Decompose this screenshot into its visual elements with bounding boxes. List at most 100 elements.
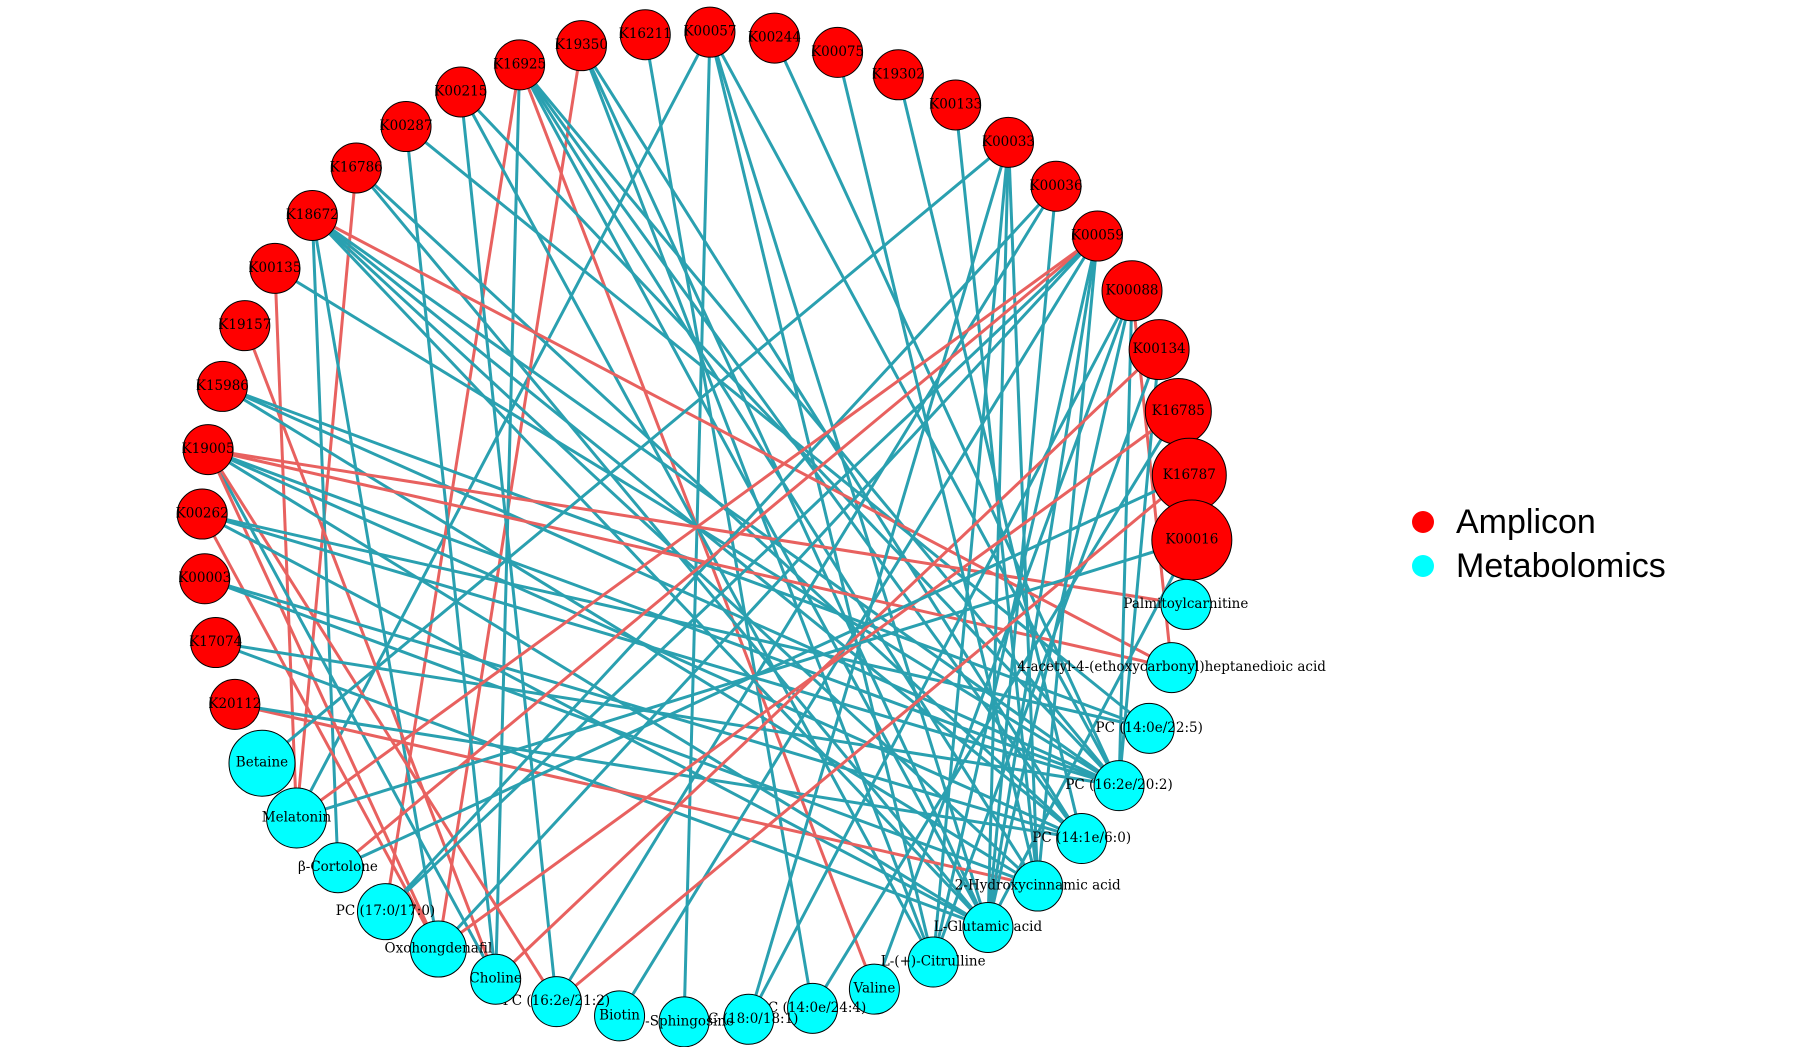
node-betaine: Betaine	[228, 729, 296, 797]
edge-k00133-2-hydroxycinnamic-acid	[954, 104, 1040, 887]
node-circle-k00135	[249, 242, 301, 294]
edge-k00003-2-hydroxycinnamic-acid	[204, 577, 1039, 888]
node-circle-pc-16-2e-20-2	[1093, 760, 1145, 812]
node-circle-palmitoylcarnitine	[1160, 578, 1212, 630]
edge-k18672-2-hydroxycinnamic-acid	[311, 214, 1039, 888]
edge-k00134-choline	[494, 348, 1161, 981]
edge-k00244-pc-16-2e-20-2	[773, 37, 1121, 787]
node-label-biotin: Biotin	[599, 1007, 640, 1023]
edge-k19005-choline	[206, 448, 497, 980]
legend-swatch-amplicon	[1412, 511, 1434, 533]
node-k16787: K16787	[1151, 437, 1227, 513]
node-label-pc-14-0e-24-4: PC (14:0e/24:4)	[759, 1000, 866, 1016]
node-pc-14-0e-22-5: PC (14:0e/22:5)	[1095, 702, 1203, 754]
node-circle-k19302	[872, 49, 924, 101]
edge-k00016-l-glutamic-acid	[986, 539, 1194, 929]
node-2-hydroxycinnamic-acid: 2-Hydroxycinnamic acid	[955, 860, 1121, 912]
edge-k00059-pc-17-0-17-0	[384, 234, 1099, 913]
node-label-k00244: K00244	[748, 30, 801, 46]
legend: Amplicon Metabolomics	[1412, 500, 1666, 588]
edge-k00059-l-glutamic-acid	[986, 235, 1099, 928]
node-k15986: K15986	[196, 360, 249, 412]
node-circle-k00033	[983, 116, 1035, 168]
node-pc-16-2e-20-2: PC (16:2e/20:2)	[1065, 760, 1173, 812]
node-label-k00215: K00215	[434, 83, 487, 99]
node-label-k19302: K19302	[872, 66, 925, 82]
node-k00057: K00057	[683, 6, 736, 58]
node-circle-oxohongdenafil	[409, 920, 467, 978]
edge-k00088-pc-16-2e-20-2	[1117, 290, 1134, 786]
node-circle-k00003	[179, 553, 231, 605]
node-label-l-citrulline: L-(+)-Citrulline	[881, 954, 986, 970]
node-label-k00059: K00059	[1071, 228, 1124, 244]
node-label-k16786: K16786	[330, 159, 383, 175]
node-circle-betaine	[228, 729, 296, 797]
node-circle-choline	[470, 953, 522, 1005]
node-label-4-acetyl-4-ethoxycarbonyl-heptanedioic-acid: 4-acetyl-4-(ethoxycarbonyl)heptanedioic …	[1017, 659, 1326, 675]
node-k00088: K00088	[1101, 260, 1163, 322]
node-palmitoylcarnitine: Palmitoylcarnitine	[1123, 578, 1248, 630]
node-label-d-sphingosine: D-Sphingosine	[634, 1013, 734, 1029]
edge-k00033-2-hydroxycinnamic-acid	[1007, 142, 1040, 887]
edge-k00059-l-citrulline	[931, 235, 1099, 963]
edge-k00059-2-hydroxycinnamic-acid	[1036, 235, 1099, 887]
node-label-k00016: K00016	[1165, 531, 1218, 547]
node-circle-k00088	[1101, 260, 1163, 322]
node-circle-pc-14-1e-6-0	[1056, 813, 1108, 865]
edge-k00135-melatonin	[273, 268, 299, 819]
node-circle-k00287	[380, 101, 432, 153]
node-circle-k16211	[619, 9, 671, 61]
node-k19302: K19302	[872, 49, 925, 101]
edge-k20112-2-hydroxycinnamic-acid	[234, 702, 1039, 888]
edge-k00287-pc-14-0e-22-5	[405, 125, 1151, 730]
node-label-k00088: K00088	[1105, 282, 1158, 298]
legend-label-amplicon: Amplicon	[1456, 502, 1596, 541]
node-label-melatonin: Melatonin	[262, 809, 332, 825]
node-label-k19005: K19005	[182, 441, 235, 457]
node-circle-cortolone	[312, 842, 364, 894]
node-circle-k16925	[494, 39, 546, 91]
edge-k00075-2-hydroxycinnamic-acid	[836, 52, 1040, 887]
node-cortolone: β-Cortolone	[298, 842, 378, 894]
edge-k17074-pc-16-2e-20-2	[215, 641, 1120, 788]
node-circle-k00215	[435, 66, 487, 118]
edge-k15986-pc-16-2e-20-2	[221, 385, 1120, 788]
node-label-palmitoylcarnitine: Palmitoylcarnitine	[1123, 596, 1248, 612]
node-circle-pc-18-0-18-1	[723, 993, 775, 1045]
node-oxohongdenafil: Oxohongdenafil	[385, 920, 493, 978]
node-circle-l-glutamic-acid	[962, 901, 1014, 953]
node-label-k19350: K19350	[555, 37, 608, 53]
node-circle-k00262	[176, 488, 228, 540]
node-k19350: K19350	[555, 20, 608, 72]
edge-k17074-l-glutamic-acid	[215, 641, 989, 929]
node-label-choline: Choline	[469, 971, 521, 987]
node-circle-k19350	[555, 20, 607, 72]
node-circle-k17074	[190, 617, 242, 669]
node-circle-k00059	[1071, 210, 1123, 262]
node-4-acetyl-4-ethoxycarbonyl-heptanedioic-acid: 4-acetyl-4-(ethoxycarbonyl)heptanedioic …	[1017, 642, 1326, 694]
edge-k16925-l-glutamic-acid	[518, 64, 990, 929]
edge-k00088-pc-18-0-18-1	[747, 290, 1134, 1020]
node-circle-biotin	[594, 990, 646, 1042]
edge-k16211-pc-14-0e-24-4	[643, 34, 815, 1009]
edge-k19005-pc-16-2e-21-2	[206, 448, 558, 1003]
edge-k00287-choline	[404, 126, 498, 980]
node-circle-pc-17-0-17-0	[356, 883, 414, 941]
edge-k00033-pc-18-0-18-1	[747, 141, 1010, 1020]
node-label-k20112: K20112	[208, 696, 261, 712]
node-label-oxohongdenafil: Oxohongdenafil	[385, 941, 493, 957]
node-circle-k16786	[330, 142, 382, 194]
edge-k00059-melatonin	[295, 234, 1099, 820]
node-circle-pc-16-2e-21-2	[530, 976, 582, 1028]
edge-k00003-pc-14-1e-6-0	[204, 577, 1083, 840]
node-label-k00036: K00036	[1030, 178, 1083, 194]
node-k00133: K00133	[929, 79, 982, 131]
node-circle-4-acetyl-4-ethoxycarbonyl-heptanedioic-acid	[1146, 642, 1198, 694]
edge-k00057-melatonin	[295, 31, 712, 819]
node-label-pc-17-0-17-0: PC (17:0/17:0)	[336, 903, 435, 919]
node-k20112: K20112	[208, 678, 261, 730]
node-circle-k00134	[1128, 319, 1190, 381]
node-l-glutamic-acid: L-Glutamic acid	[934, 901, 1042, 953]
node-pc-14-0e-24-4: PC (14:0e/24:4)	[759, 982, 866, 1034]
